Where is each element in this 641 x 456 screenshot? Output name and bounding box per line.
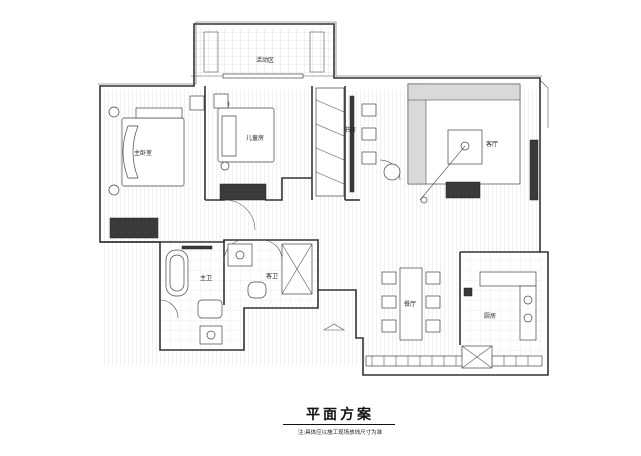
master-bath: 主卫: [165, 245, 223, 345]
room-label-guest-bath: 客卫: [266, 272, 278, 280]
kitchen: 厨房: [461, 271, 537, 369]
room-label-activity: 活动区: [256, 56, 274, 64]
study: 书房: [315, 87, 377, 197]
interior-walls: [100, 86, 540, 345]
master-bedroom: 主卧室: [108, 95, 205, 239]
room-label-living-room: 客厅: [486, 140, 498, 148]
room-label-dining: 餐厅: [404, 300, 416, 308]
plan-title: 平面方案: [306, 407, 374, 423]
room-label-master-bath: 主卫: [200, 274, 212, 282]
room-label-kids-room: 儿童房: [246, 134, 264, 142]
guest-bath: 客卫: [227, 243, 313, 299]
title-underline: [283, 424, 395, 425]
balcony-activity: 活动区: [203, 31, 325, 79]
plan-note: 注:具体应以施工现场放线尺寸为准: [297, 430, 383, 436]
room-label-kitchen: 厨房: [484, 312, 496, 320]
living-room: 客厅: [383, 83, 539, 204]
room-label-master-bedroom: 主卧室: [134, 149, 152, 157]
kids-room: 儿童房: [213, 93, 275, 201]
room-label-study: 书房: [344, 126, 356, 134]
dining: 餐厅: [322, 267, 543, 367]
